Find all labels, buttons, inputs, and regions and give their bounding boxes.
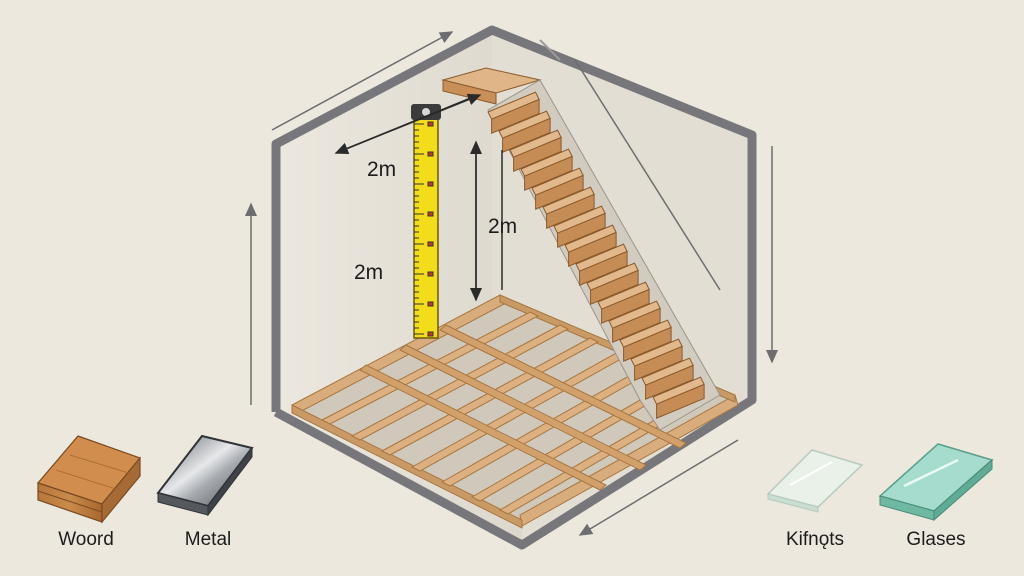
bottom-outer-arrow	[578, 439, 739, 536]
stair-riser	[623, 326, 672, 362]
outer-arrows	[245, 31, 778, 536]
wall-height-label: 2m	[354, 261, 383, 284]
stair-riser	[579, 250, 628, 286]
stair-riser	[491, 98, 540, 134]
stair-riser	[634, 345, 683, 381]
material-label-glass: Glases	[906, 529, 965, 550]
top-width-arrow-right	[335, 93, 482, 154]
stair-riser	[568, 231, 617, 267]
staircase	[441, 67, 721, 431]
stair-riser	[645, 364, 694, 400]
material-label-thin-glass: Kifnǫts	[786, 529, 844, 550]
top-width-label: 2m	[367, 158, 396, 181]
top-left-outer-arrow	[271, 31, 454, 131]
material-wood-sample	[36, 435, 142, 524]
wall-diagonal-line	[574, 59, 721, 291]
tape-measure	[411, 104, 441, 339]
joist-set-b	[359, 324, 687, 491]
stair-riser	[535, 174, 584, 210]
room-frame	[271, 25, 757, 550]
stair-riser	[513, 136, 562, 172]
material-metal-sample	[156, 434, 254, 517]
stair-height-label: 2m	[488, 215, 517, 238]
stair-riser	[612, 307, 661, 343]
material-label-wood: Woord	[58, 529, 114, 550]
stair-riser	[557, 212, 606, 248]
material-thin-glass-sample	[766, 449, 864, 513]
stair-riser	[590, 269, 639, 305]
stair-riser	[502, 117, 551, 153]
stair-riser	[656, 383, 705, 419]
dimension-lines	[334, 93, 503, 302]
stair-riser	[524, 155, 573, 191]
stair-riser	[601, 288, 650, 324]
stair-riser	[546, 193, 595, 229]
material-glass-sample	[878, 443, 994, 522]
material-label-metal: Metal	[185, 529, 231, 550]
